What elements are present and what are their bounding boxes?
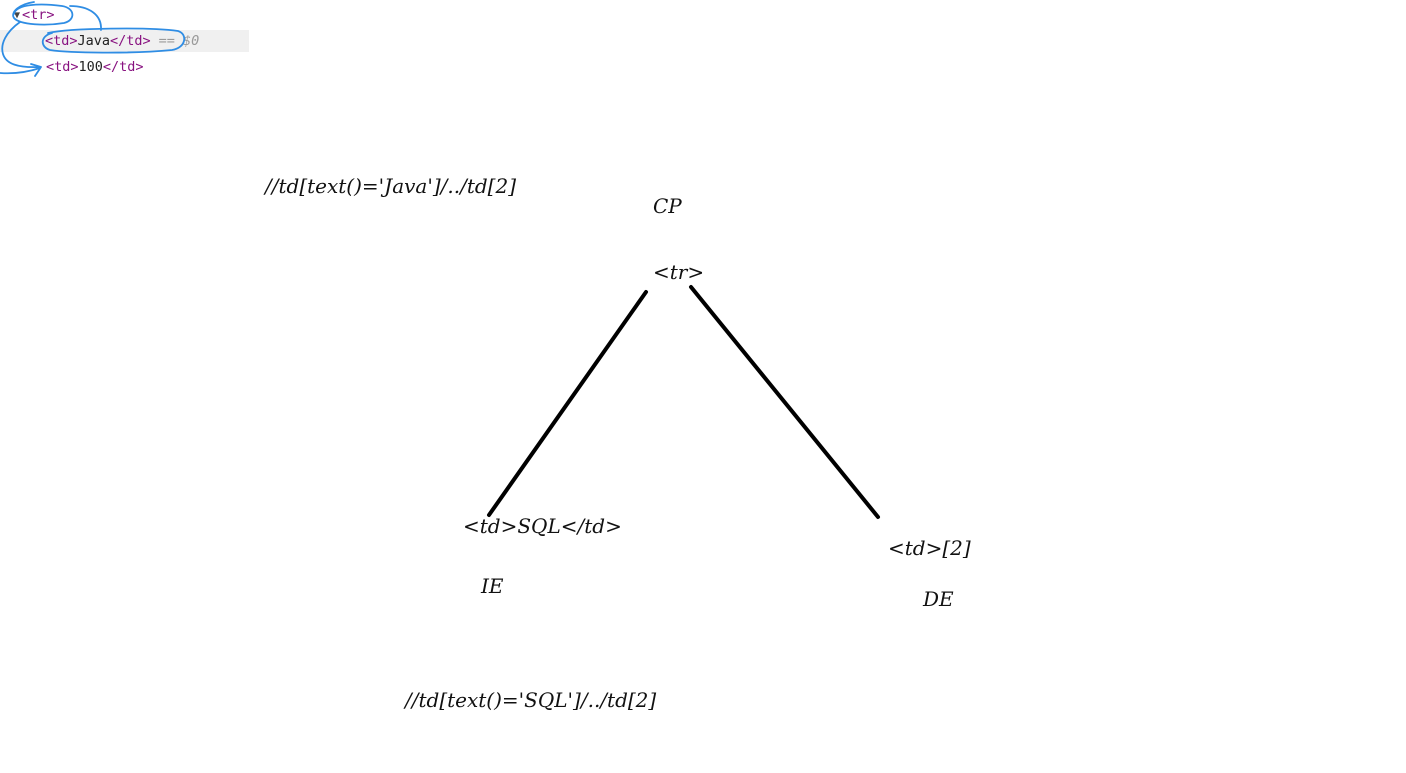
node-text: 100	[78, 59, 103, 75]
dom-node-td-100[interactable]: <td>100</td>	[46, 56, 144, 78]
right-node-label: <td>[2]	[888, 536, 971, 560]
tag-open: <td>	[46, 59, 79, 75]
edge-root-right	[689, 285, 880, 519]
xpath-java-expression: //td[text()='Java']/../td[2]	[265, 174, 516, 198]
right-role-label: DE	[923, 587, 954, 611]
left-node-label: <td>SQL</td>	[463, 514, 622, 538]
left-role-label: IE	[481, 574, 504, 598]
tag-close: </td>	[102, 59, 144, 75]
root-node-label: <tr>	[653, 260, 705, 284]
root-role-label: CP	[653, 194, 682, 218]
xpath-sql-expression: //td[text()='SQL']/../td[2]	[405, 688, 657, 712]
edge-root-left	[487, 290, 648, 517]
